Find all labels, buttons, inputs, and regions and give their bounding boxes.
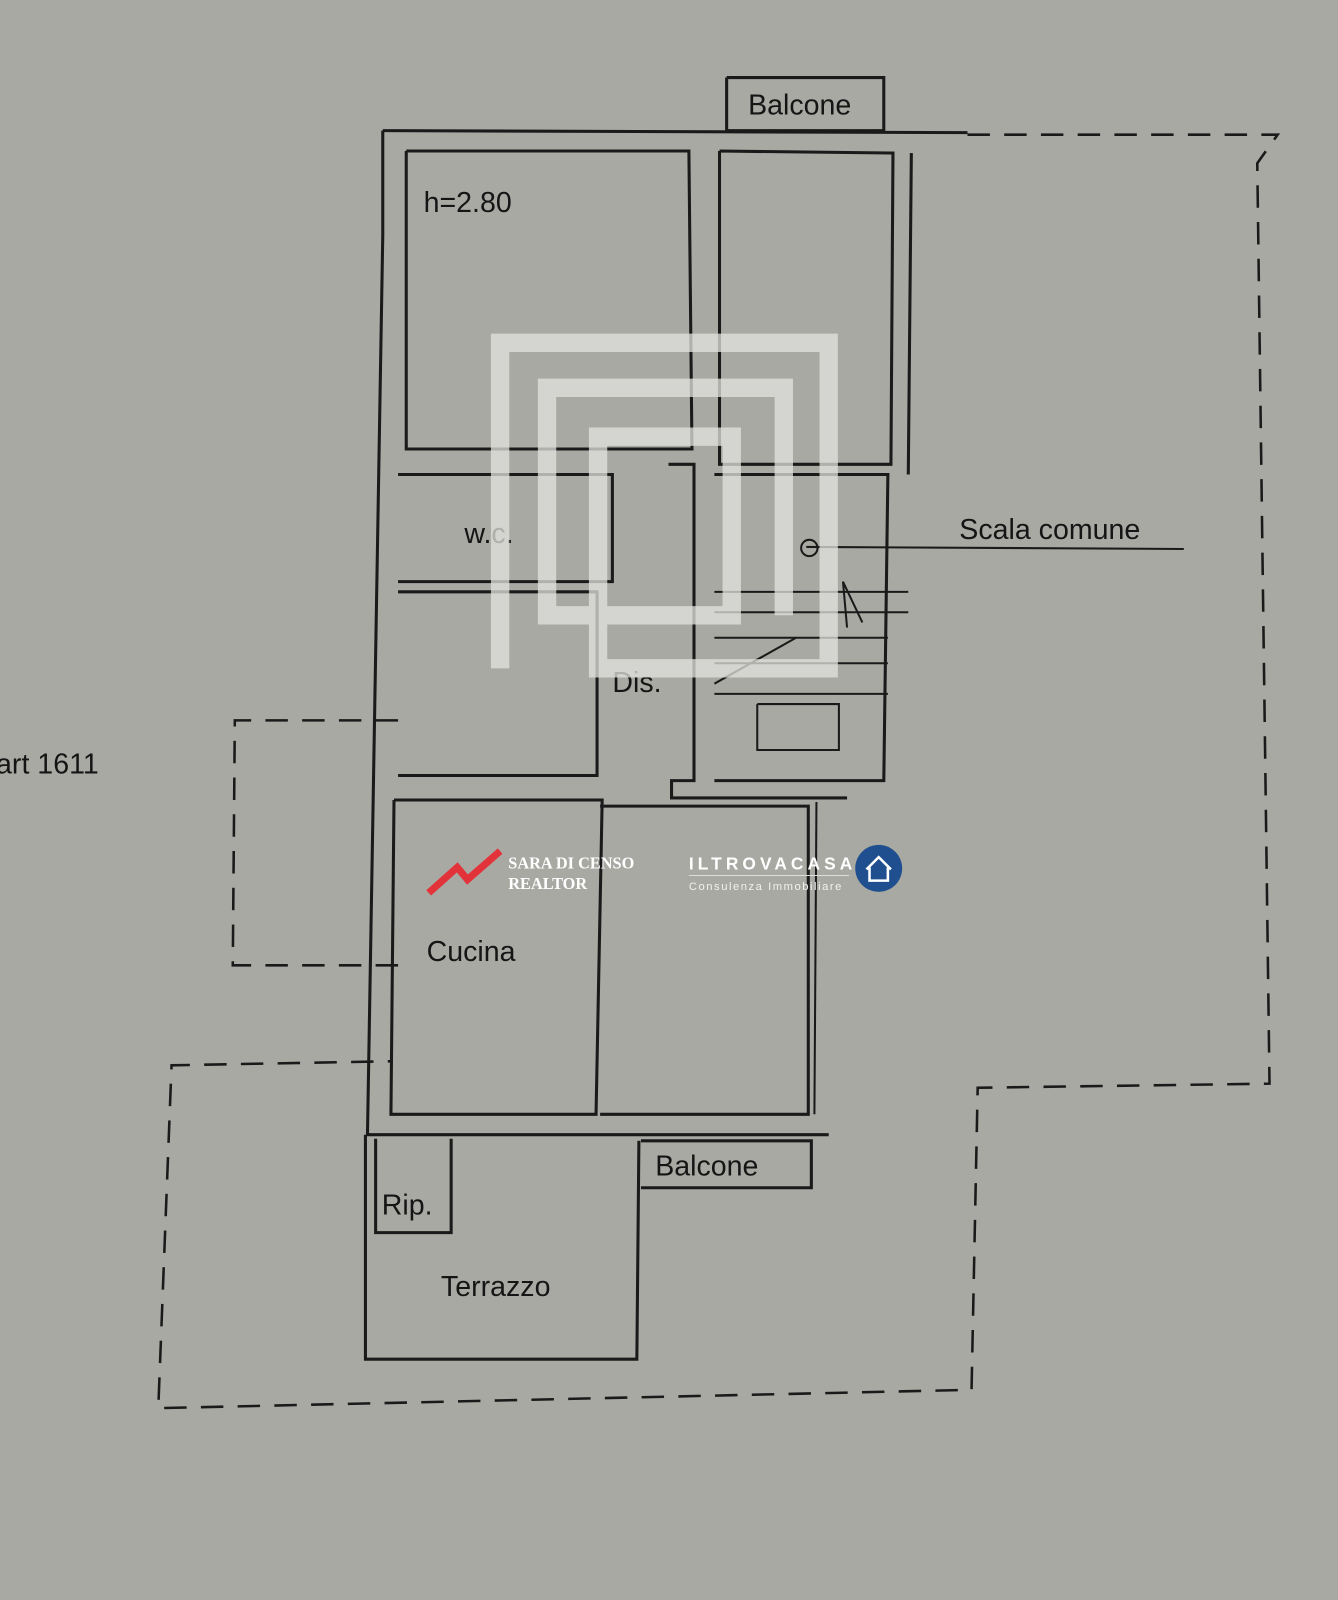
- label-rip: Rip.: [382, 1189, 433, 1221]
- house-icon: [865, 855, 892, 882]
- realtor-logo: SARA DI CENSO REALTOR: [426, 848, 634, 896]
- boundary-right: [156, 133, 1281, 1410]
- label-terrazzo: Terrazzo: [441, 1271, 551, 1303]
- agency-logo: ILTROVACASA Consulenza Immobiliare: [689, 844, 903, 893]
- svg-text:SARA DI CENSO: SARA DI CENSO: [508, 853, 634, 872]
- label-height: h=2.80: [424, 187, 512, 219]
- svg-text:REALTOR: REALTOR: [508, 874, 587, 893]
- svg-text:Consulenza Immobiliare: Consulenza Immobiliare: [689, 881, 843, 893]
- realtor-zigzag-icon: [426, 848, 503, 896]
- label-balcone-top: Balcone: [748, 89, 851, 121]
- label-balcone-bottom: Balcone: [655, 1151, 758, 1183]
- boundary-left: [231, 719, 399, 967]
- label-scala-comune: Scala comune: [959, 514, 1140, 546]
- label-part: art 1611: [0, 748, 99, 780]
- label-cucina: Cucina: [427, 936, 516, 968]
- svg-text:ILTROVACASA: ILTROVACASA: [689, 853, 856, 873]
- watermark-mark: [490, 333, 838, 678]
- walls: [363, 76, 1184, 1361]
